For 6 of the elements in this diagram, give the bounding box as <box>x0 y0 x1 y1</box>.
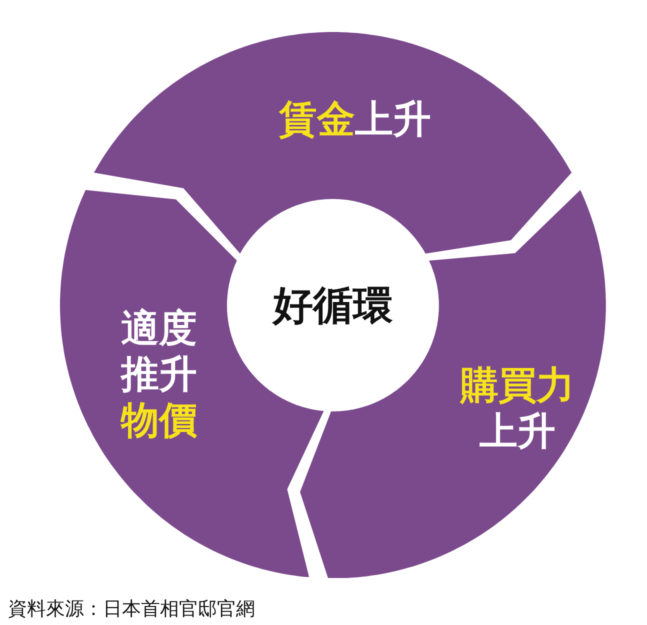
source-note: 資料來源：日本首相官邸官網 <box>8 597 255 622</box>
segment-label: 賃金上升 <box>278 96 432 142</box>
segment-label: 購買力上升 <box>458 362 576 454</box>
center-label: 好循環 <box>273 282 393 330</box>
ring-segment <box>94 32 572 254</box>
segment-label: 適度推升物價 <box>119 304 198 443</box>
